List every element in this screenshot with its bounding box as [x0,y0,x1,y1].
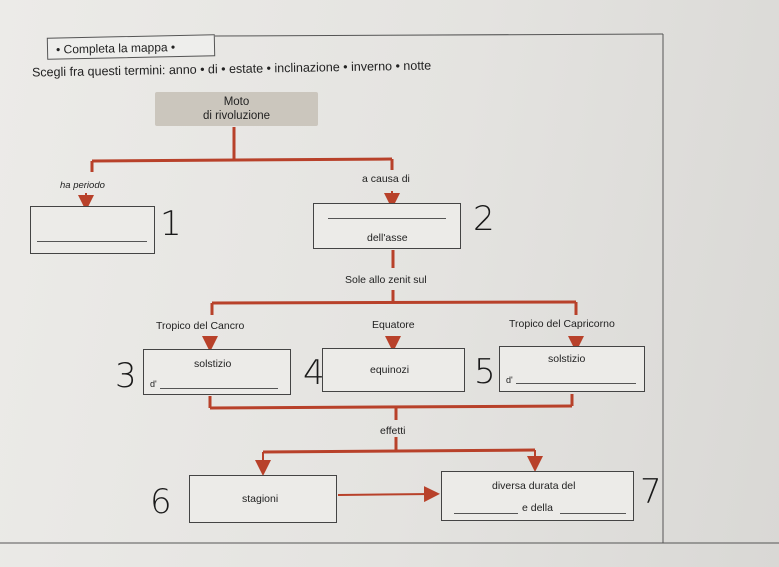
blank-line[interactable] [516,383,636,384]
blank-line[interactable] [560,513,626,514]
answer-box-cause[interactable]: dell'asse [313,203,461,249]
blank-line[interactable] [454,513,518,514]
handwritten-number-3: 3 [115,356,137,396]
blank-line[interactable] [160,388,278,389]
handwritten-number-4: 4 [303,353,325,393]
handwritten-number-1: 1 [160,204,182,244]
effects-label: effetti [380,425,406,437]
handwritten-number-6: 6 [150,482,172,522]
heading-equatore: Equatore [372,319,415,331]
period-label: ha periodo [60,180,105,191]
exercise-title: • Completa la mappa • [46,34,216,60]
root-line-1: Moto [223,96,250,108]
answer-box-duration[interactable]: diversa durata del e della [441,471,634,521]
solstice-text: solstizio [548,353,586,365]
duration-text-line2: e della [522,502,553,514]
prefix-d: d' [150,379,157,389]
handwritten-number-2: 2 [473,199,495,239]
seasons-box: stagioni [189,475,337,523]
root-node-moto-rivoluzione: Moto di rivoluzione [155,92,318,126]
seasons-text: stagioni [242,493,279,505]
equinox-box: equinozi [322,348,465,392]
duration-text-line1: diversa durata del [492,480,576,492]
cause-label: a causa di [362,173,410,185]
solstice-text: solstizio [194,358,232,370]
answer-box-period[interactable] [30,206,155,254]
zenith-label: Sole allo zenit sul [345,274,427,286]
equinox-text: equinozi [370,364,410,376]
heading-tropico-capricorno: Tropico del Capricorno [509,318,615,330]
handwritten-number-5: 5 [474,352,496,392]
root-line-2: di rivoluzione [202,110,271,122]
answer-box-solstice-cancer[interactable]: solstizio d' [143,349,291,395]
heading-tropico-cancro: Tropico del Cancro [156,320,245,332]
axis-text: dell'asse [367,232,408,244]
blank-line[interactable] [328,218,446,219]
prefix-d: d' [506,375,513,385]
handwritten-number-7: 7 [640,472,662,512]
blank-line[interactable] [37,241,147,242]
answer-box-solstice-capricorn[interactable]: solstizio d' [499,346,645,392]
